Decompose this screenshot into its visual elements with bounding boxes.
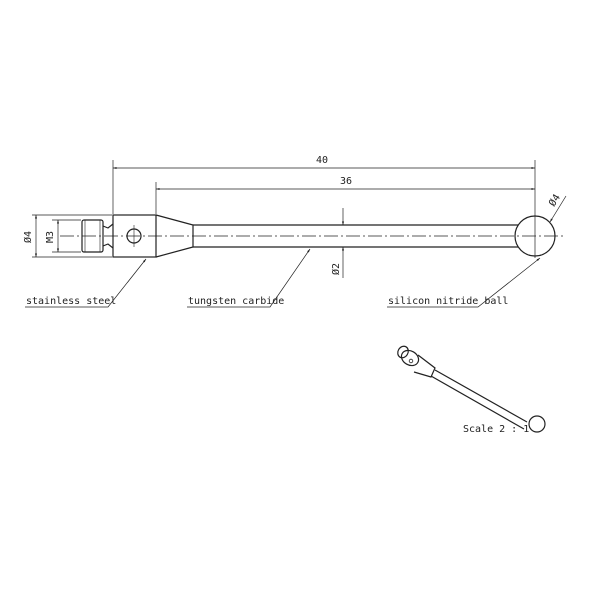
iso-thread	[397, 345, 409, 359]
iso-ball	[528, 415, 546, 433]
leader-stainless-steel	[25, 258, 147, 308]
label-silicon-nitride-ball: silicon nitride ball	[388, 296, 508, 307]
dim-ball-dia-label: Ø4	[546, 192, 563, 209]
stylus-isometric-view	[397, 345, 546, 433]
leader-tungsten-carbide	[187, 248, 311, 308]
dim-thread-label: M3	[45, 231, 56, 243]
stem	[193, 224, 518, 248]
dim-body-dia-label: Ø4	[22, 231, 34, 243]
label-stainless-steel: stainless steel	[26, 296, 116, 307]
extension-lines	[32, 160, 536, 258]
dim-line-ball-dia	[549, 195, 567, 223]
iso-taper	[413, 354, 436, 378]
neck	[102, 223, 114, 249]
leader-silicon-nitride	[387, 257, 541, 308]
dim-36-label: 36	[340, 176, 352, 187]
stylus-side-view	[60, 214, 565, 258]
iso-stem	[430, 369, 528, 430]
scale-label: Scale 2 : 1	[463, 424, 529, 435]
iso-body	[400, 349, 420, 367]
label-tungsten-carbide: tungsten carbide	[188, 296, 284, 307]
dim-stem-dia-label: Ø2	[330, 263, 342, 275]
dim-40-label: 40	[316, 155, 328, 166]
